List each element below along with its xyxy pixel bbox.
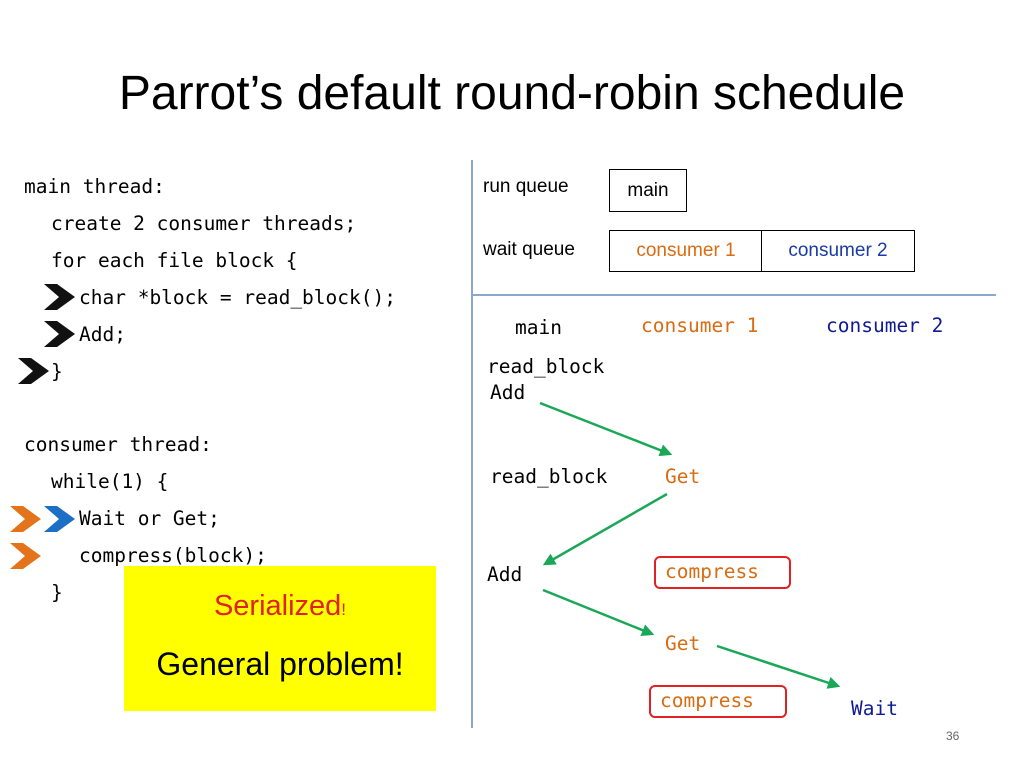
pointer-arrow-icon [44,506,75,532]
code-line: } [51,581,63,604]
pointer-arrow-icon [44,284,75,310]
vertical-divider [471,160,473,728]
run-queue-item-label: main [627,179,669,201]
code-line: Wait or Get; [79,507,220,530]
serialized-callout: Serialized! General problem! [124,566,436,711]
callout-line-2: General problem! [156,646,404,682]
transition-arrow [542,588,655,637]
pointer-arrow-icon [10,506,41,532]
callout-serialized: Serialized [213,590,342,622]
timeline-header-consumer-2: consumer 2 [826,314,944,337]
slide-title: Parrot’s default round-robin schedule [118,67,906,120]
code-line: for each file block { [51,249,298,272]
run-queue-item: main [609,169,687,212]
code-line: main thread: [24,175,165,198]
event-read-block: read_block [490,465,608,488]
horizontal-divider [472,294,996,296]
wait-queue-item-label: consumer 2 [788,240,888,261]
wait-queue-item: consumer 2 [761,230,915,272]
code-line: create 2 consumer threads; [51,212,357,235]
event-add: Add [487,563,523,586]
event-get: Get [665,632,701,655]
pointer-arrows [10,284,75,569]
wait-queue-label: wait queue [483,239,575,260]
timeline-header-main: main [515,316,562,339]
event-compress: compress [660,689,754,712]
code-line: } [51,360,63,383]
run-queue-label: run queue [483,176,569,197]
event-compress: compress [665,560,759,583]
wait-queue-item-label: consumer 1 [636,240,736,261]
code-line: char *block = read_block(); [79,286,396,309]
event-read-block: read_block [487,355,605,378]
transition-arrow [539,401,673,457]
transition-arrow [542,492,668,566]
timeline-header-consumer-1: consumer 1 [641,314,759,337]
pointer-arrow-icon [18,358,49,384]
code-line: compress(block); [79,544,267,567]
compress-highlight [649,685,787,718]
event-add: Add [490,381,526,404]
callout-exclamation: ! [341,600,347,619]
event-get: Get [665,465,701,488]
pointer-arrow-icon [44,321,75,347]
pointer-arrow-icon [10,543,41,569]
transition-arrow [716,644,841,689]
code-line: Add; [79,323,126,346]
code-line: consumer thread: [24,433,212,456]
wait-queue-item: consumer 1 [609,230,763,272]
page-number: 36 [946,729,960,743]
callout-line-1: Serialized! [124,590,436,623]
compress-highlight [654,556,791,589]
event-wait: Wait [851,697,898,720]
code-line: while(1) { [51,470,169,493]
